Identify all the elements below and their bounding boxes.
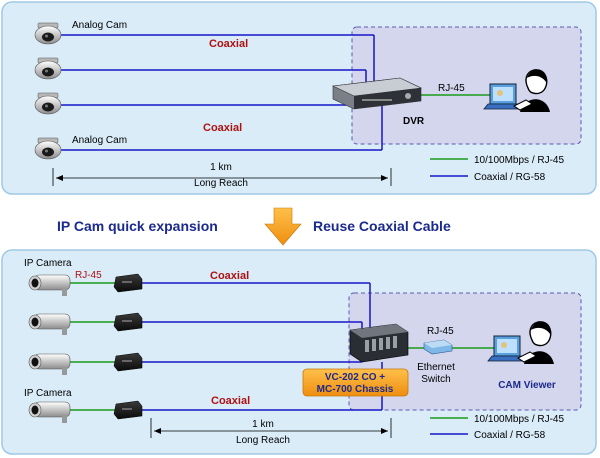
rj45-label: RJ-45 <box>438 83 465 94</box>
bottom-panel: IP Camera IP Camera RJ-45 Coaxial Coaxia… <box>1 249 597 455</box>
legend-coaxial-label: Coaxial / RG-58 <box>474 172 546 183</box>
converter-icon <box>113 400 143 420</box>
coaxial-label: Coaxial <box>211 395 250 407</box>
rj45-label: RJ-45 <box>427 326 454 337</box>
converter-icon <box>113 312 143 332</box>
analog-camera-icon <box>34 57 62 80</box>
converter-icon <box>113 352 143 372</box>
cam-viewer-label: CAM Viewer <box>498 380 556 391</box>
dvr-label: DVR <box>403 116 425 127</box>
dvr-icon <box>331 77 423 110</box>
distance-sublabel: Long Reach <box>194 178 248 189</box>
left-caption: IP Cam quick expansion <box>57 218 218 234</box>
distance-marker-top <box>52 168 392 186</box>
legend-coaxial-label: Coaxial / RG-58 <box>474 430 546 441</box>
rj45-cam-links <box>66 282 116 411</box>
chassis-label: MC-700 Chassis <box>317 384 394 395</box>
chassis-label-box: VC-202 CO + MC-700 Chassis <box>302 368 409 397</box>
distance-sublabel: Long Reach <box>236 435 290 446</box>
coaxial-lines-top <box>60 34 383 151</box>
analog-camera-icon <box>34 92 62 115</box>
middle-caption: IP Cam quick expansion Reuse Coaxial Cab… <box>57 207 451 246</box>
distance-label: 1 km <box>252 419 274 430</box>
switch-label: Switch <box>421 374 450 385</box>
distance-marker-bottom <box>150 418 392 438</box>
down-arrow-icon <box>264 207 302 246</box>
coaxial-label: Coaxial <box>210 270 249 282</box>
converter-icon <box>113 273 143 293</box>
ethernet-switch-icon <box>423 339 453 355</box>
legend-ethernet-label: 10/100Mbps / RJ-45 <box>474 414 564 425</box>
analog-camera-icon <box>34 137 62 160</box>
legend-top: 10/100Mbps / RJ-45 Coaxial / RG-58 <box>430 155 564 183</box>
camera-label: Analog Cam <box>72 135 127 146</box>
coaxial-label: Coaxial <box>209 38 248 50</box>
right-caption: Reuse Coaxial Cable <box>313 218 451 234</box>
legend-bottom: 10/100Mbps / RJ-45 Coaxial / RG-58 <box>430 414 564 441</box>
coaxial-label: Coaxial <box>203 122 242 134</box>
camera-label: IP Camera <box>24 258 72 269</box>
chassis-label: VC-202 CO + <box>325 372 385 383</box>
camera-label: Analog Cam <box>72 20 127 31</box>
switch-label: Ethernet <box>417 362 455 373</box>
analog-camera-icon <box>34 22 62 45</box>
top-panel: Analog Cam Analog Cam Coaxial Coaxial DV… <box>1 1 597 195</box>
distance-label: 1 km <box>210 162 232 173</box>
camera-label: IP Camera <box>24 388 72 399</box>
chassis-icon <box>349 323 409 363</box>
viewer-zone-top <box>351 26 582 145</box>
rj45-cam-label: RJ-45 <box>75 270 102 281</box>
legend-ethernet-label: 10/100Mbps / RJ-45 <box>474 155 564 166</box>
